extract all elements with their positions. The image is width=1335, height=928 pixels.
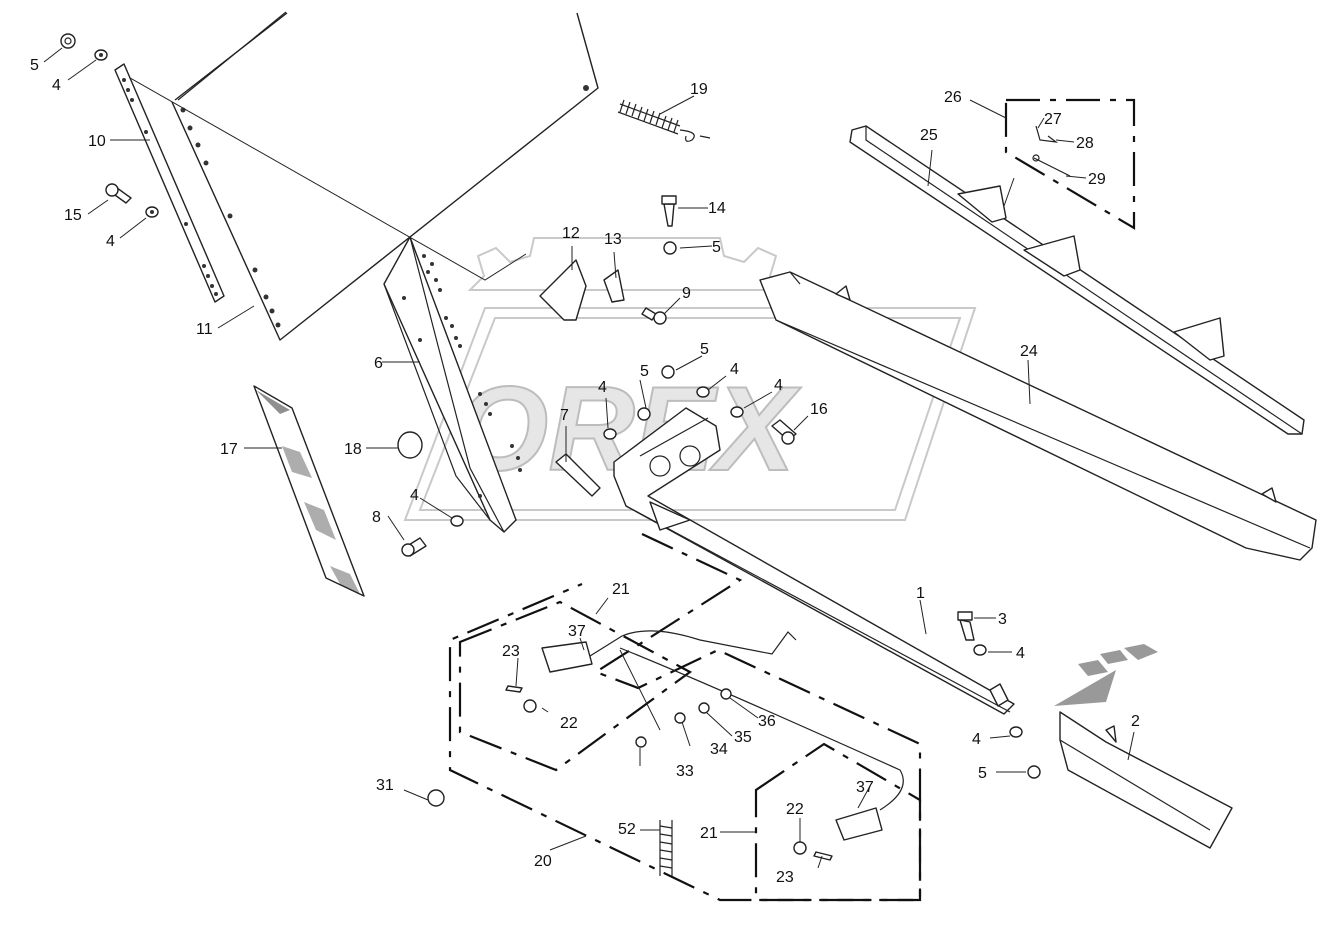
callout-13: 13: [604, 231, 622, 248]
callout-21: 21: [700, 825, 718, 842]
callout-29: 29: [1088, 171, 1106, 188]
callout-4: 4: [598, 379, 607, 396]
watermark-text: OREX: [455, 362, 802, 496]
part-reflector-strip: [253, 385, 365, 597]
callout-labels: 1 2 3 4 4 4 4 4 4 4 4 5 5 5 5 5 6 7 8 9 …: [30, 57, 1140, 886]
callout-11: 11: [196, 321, 213, 338]
watermark: OREX: [403, 237, 977, 521]
callout-31: 31: [376, 777, 394, 794]
callout-5: 5: [640, 363, 649, 380]
callout-5: 5: [712, 239, 721, 256]
callout-14: 14: [708, 200, 726, 217]
callout-18: 18: [344, 441, 362, 458]
part-main-arm: [613, 407, 1015, 715]
callout-26: 26: [944, 89, 962, 106]
callout-28: 28: [1076, 135, 1094, 152]
hardware-right-middle: [957, 611, 1041, 779]
callout-20: 20: [534, 853, 552, 870]
callout-24: 24: [1020, 343, 1038, 360]
callout-12: 12: [562, 225, 580, 242]
part-guard-panel: [124, 11, 599, 341]
group-light-kit: [448, 533, 922, 902]
callout-34: 34: [710, 741, 728, 758]
callout-35: 35: [734, 729, 752, 746]
callout-10: 10: [88, 133, 106, 150]
part-lamps-cable: [427, 630, 904, 876]
callout-1: 1: [916, 585, 925, 602]
part-spring: [617, 99, 711, 142]
callout-27: 27: [1044, 111, 1062, 128]
part-upper-brackets: [539, 259, 625, 321]
leader-lines: [43, 47, 1135, 869]
hardware-top-left: [60, 33, 159, 218]
callout-52: 52: [618, 821, 636, 838]
callout-4: 4: [730, 361, 739, 378]
callout-7: 7: [560, 407, 569, 424]
callout-36: 36: [758, 713, 776, 730]
callout-22: 22: [560, 715, 578, 732]
hardware-center-top: [641, 195, 677, 325]
group-clip-set: [1004, 98, 1136, 230]
callout-2: 2: [1131, 713, 1140, 730]
callout-19: 19: [690, 81, 708, 98]
callout-4: 4: [106, 233, 115, 250]
callout-9: 9: [682, 285, 691, 302]
callout-6: 6: [374, 355, 383, 372]
callout-4: 4: [972, 731, 981, 748]
callout-21: 21: [612, 581, 630, 598]
callout-4: 4: [1016, 645, 1025, 662]
part-small-bracket: [555, 453, 601, 497]
callout-23: 23: [502, 643, 520, 660]
part-crossbeam: [849, 125, 1305, 435]
callout-15: 15: [64, 207, 82, 224]
part-end-cap: [1054, 644, 1233, 849]
part-support-bar: [759, 271, 1317, 561]
callout-5: 5: [700, 341, 709, 358]
callout-4: 4: [410, 487, 419, 504]
callout-25: 25: [920, 127, 938, 144]
callout-16: 16: [810, 401, 828, 418]
callout-8: 8: [372, 509, 381, 526]
callout-33: 33: [676, 763, 694, 780]
callout-37: 37: [856, 779, 874, 796]
callout-23: 23: [776, 869, 794, 886]
part-grommet: [397, 431, 423, 459]
callout-4: 4: [774, 377, 783, 394]
part-mounting-strip: [114, 63, 225, 303]
callout-5: 5: [30, 57, 39, 74]
callout-4: 4: [52, 77, 61, 94]
part-side-bracket: [383, 236, 522, 533]
callout-3: 3: [998, 611, 1007, 628]
callout-37: 37: [568, 623, 586, 640]
callout-5: 5: [978, 765, 987, 782]
callout-17: 17: [220, 441, 238, 458]
callout-22: 22: [786, 801, 804, 818]
hardware-middle: [401, 365, 797, 557]
